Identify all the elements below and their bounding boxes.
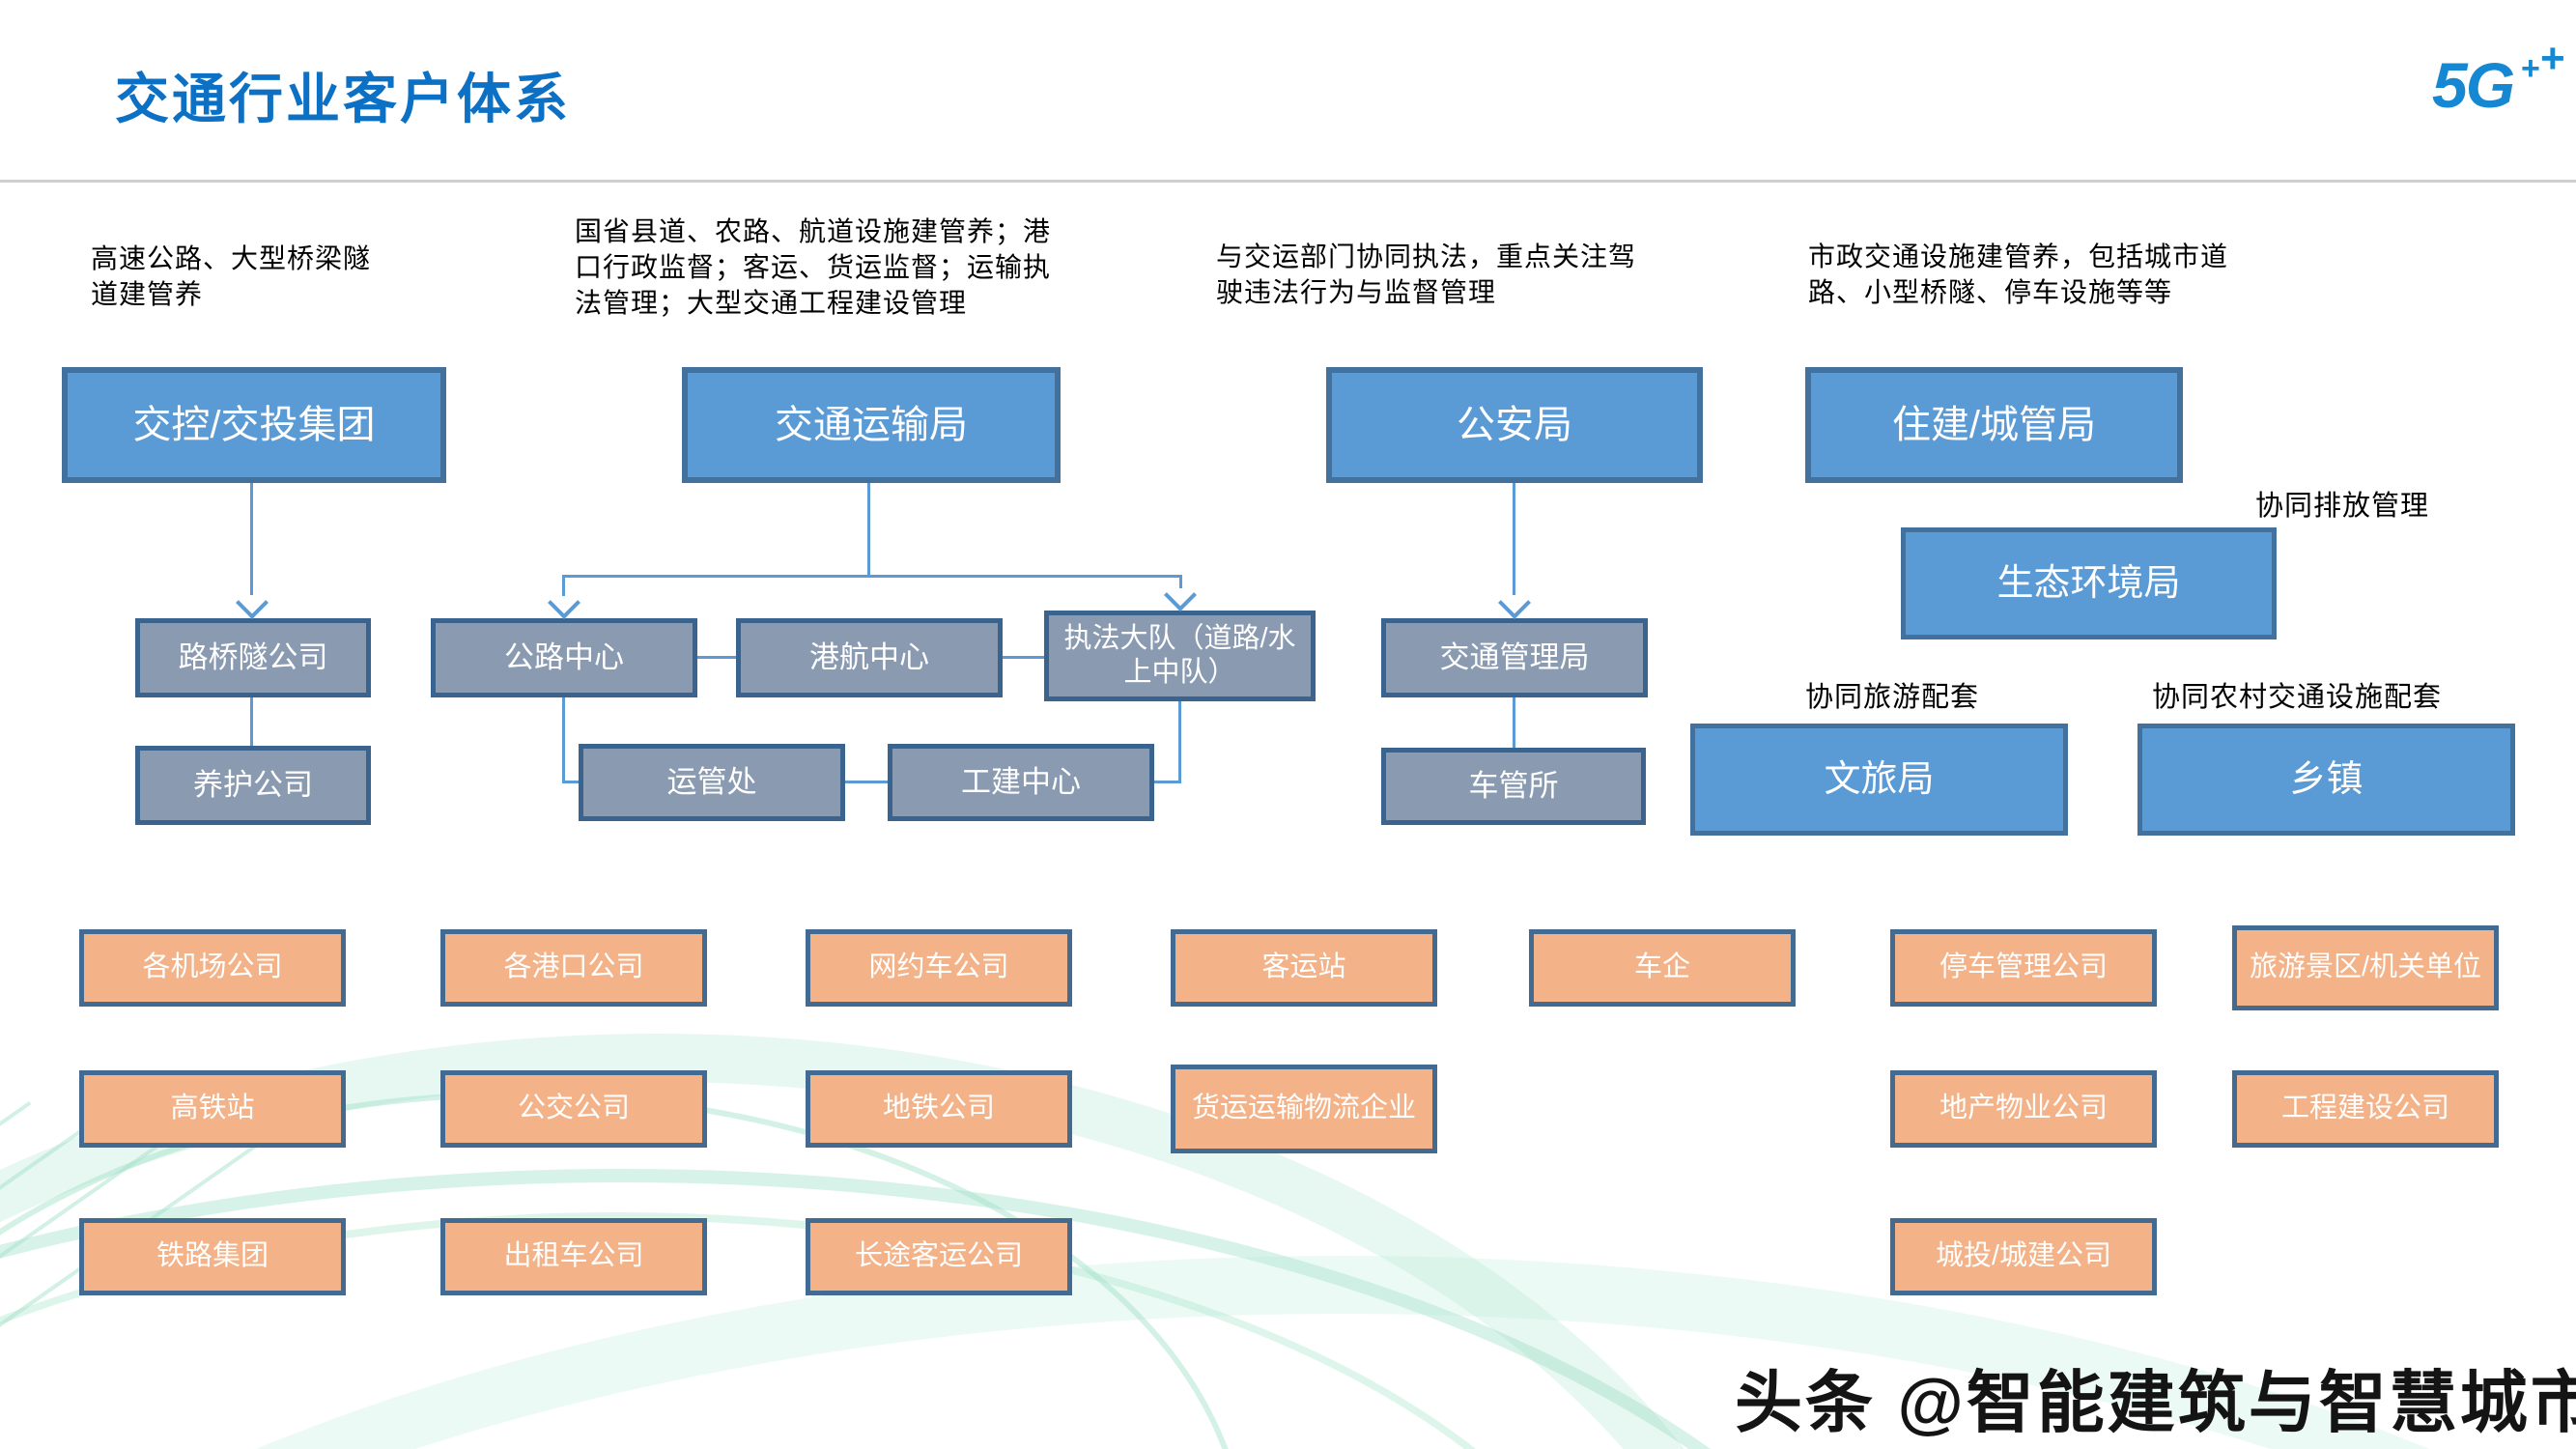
connector-line bbox=[845, 781, 888, 783]
customer-box-metro-company: 地铁公司 bbox=[806, 1070, 1072, 1148]
customer-box-passenger-station: 客运站 bbox=[1171, 929, 1437, 1007]
customer-box-airport-companies: 各机场公司 bbox=[79, 929, 346, 1007]
connector-line bbox=[250, 697, 253, 746]
mint-line-decoration bbox=[0, 1101, 32, 1338]
sub-box-traffic-management-bureau: 交通管理局 bbox=[1381, 618, 1648, 697]
sub-box-highway-center: 公路中心 bbox=[431, 618, 697, 697]
connector-line bbox=[1178, 701, 1181, 783]
arrow-down-icon bbox=[236, 586, 269, 619]
side-box-ecology-environment-bureau: 生态环境局 bbox=[1901, 527, 2277, 639]
customer-box-taxi-company: 出租车公司 bbox=[440, 1218, 707, 1295]
page-title: 交通行业客户体系 bbox=[115, 69, 571, 129]
customer-box-port-companies: 各港口公司 bbox=[440, 929, 707, 1007]
customer-box-hsr-station: 高铁站 bbox=[79, 1070, 346, 1148]
watermark-text: 头条 @智能建筑与智慧城市 bbox=[1735, 1365, 2576, 1440]
header-divider bbox=[0, 180, 2576, 183]
customer-box-parking-management: 停车管理公司 bbox=[1890, 929, 2157, 1007]
connector-line bbox=[1154, 781, 1181, 783]
desc-public-security: 与交运部门协同执法，重点关注驾驶违法行为与监督管理 bbox=[1216, 242, 1637, 307]
connector-line bbox=[1513, 483, 1515, 595]
connector-line bbox=[697, 656, 736, 659]
top-box-public-security-bureau: 公安局 bbox=[1326, 367, 1703, 483]
customer-box-bus-company: 公交公司 bbox=[440, 1070, 707, 1148]
customer-box-car-makers: 车企 bbox=[1529, 929, 1796, 1007]
sub-box-vehicle-administration: 车管所 bbox=[1381, 748, 1646, 825]
connector-line bbox=[1003, 656, 1044, 659]
connector-line bbox=[563, 575, 1182, 578]
connector-line bbox=[1179, 575, 1182, 588]
label-tourism-support: 协同旅游配套 bbox=[1805, 682, 1980, 713]
connector-line bbox=[250, 483, 253, 595]
plus-icon: + bbox=[2521, 50, 2540, 87]
top-box-transport-group: 交控/交投集团 bbox=[62, 367, 446, 483]
mint-arc-decoration bbox=[0, 1169, 1939, 1449]
label-rural-transport-support: 协同农村交通设施配套 bbox=[2152, 682, 2443, 713]
top-box-transport-bureau: 交通运输局 bbox=[682, 367, 1061, 483]
sub-box-law-enforcement-brigade: 执法大队（道路/水上中队） bbox=[1044, 611, 1316, 701]
customer-box-engineering-construction: 工程建设公司 bbox=[2232, 1070, 2499, 1148]
connector-line bbox=[562, 697, 565, 783]
connector-line bbox=[562, 781, 579, 783]
arrow-down-icon bbox=[1498, 586, 1531, 619]
customer-box-urban-investment: 城投/城建公司 bbox=[1890, 1218, 2157, 1295]
sub-box-road-bridge-tunnel-co: 路桥隧公司 bbox=[135, 618, 371, 697]
customer-box-railway-group: 铁路集团 bbox=[79, 1218, 346, 1295]
5g-plus-logo: 5G + + bbox=[2432, 35, 2565, 124]
connector-line bbox=[562, 575, 565, 596]
plus-icon: + bbox=[2540, 35, 2565, 82]
arrow-down-icon bbox=[548, 586, 580, 619]
customer-box-freight-logistics: 货运运输物流企业 bbox=[1171, 1065, 1437, 1153]
customer-box-longdistance-bus: 长途客运公司 bbox=[806, 1218, 1072, 1295]
sub-box-transport-administration: 运管处 bbox=[579, 744, 845, 821]
connector-line bbox=[867, 483, 870, 577]
customer-box-real-estate-property: 地产物业公司 bbox=[1890, 1070, 2157, 1148]
connector-line bbox=[1513, 697, 1515, 748]
customer-box-scenic-spots: 旅游景区/机关单位 bbox=[2232, 925, 2499, 1010]
label-emission-management: 协同排放管理 bbox=[2255, 491, 2430, 522]
desc-municipal: 市政交通设施建管养，包括城市道路、小型桥隧、停车设施等等 bbox=[1808, 242, 2229, 307]
side-box-culture-tourism-bureau: 文旅局 bbox=[1690, 724, 2068, 836]
customer-box-ride-hailing: 网约车公司 bbox=[806, 929, 1072, 1007]
sub-box-engineering-center: 工建中心 bbox=[888, 744, 1154, 821]
desc-transport-bureau: 国省县道、农路、航道设施建管养；港口行政监督；客运、货运监督；运输执法管理；大型… bbox=[575, 216, 1052, 318]
arrow-down-icon bbox=[1164, 579, 1197, 611]
sub-box-port-navigation-center: 港航中心 bbox=[736, 618, 1003, 697]
sub-box-maintenance-co: 养护公司 bbox=[135, 746, 371, 825]
5g-logo-text: 5G bbox=[2432, 49, 2515, 121]
top-box-housing-urban-bureau: 住建/城管局 bbox=[1805, 367, 2183, 483]
desc-expressway: 高速公路、大型桥梁隧道建管养 bbox=[91, 243, 372, 309]
side-box-township: 乡镇 bbox=[2137, 724, 2515, 836]
